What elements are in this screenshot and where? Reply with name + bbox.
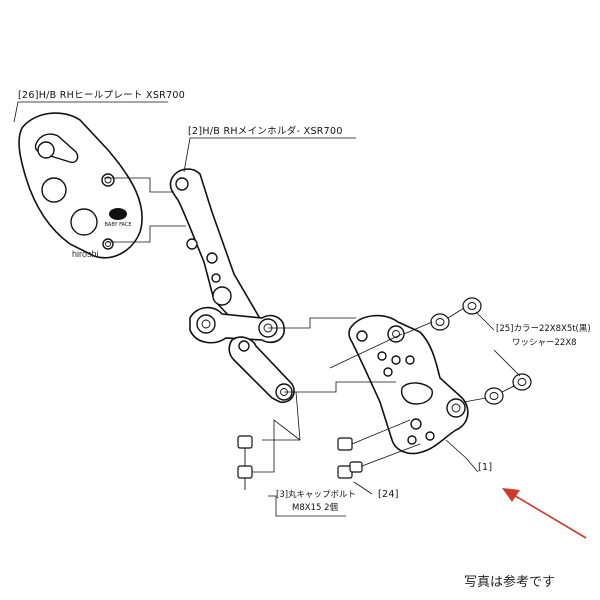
pointer-arrow (502, 488, 587, 539)
reference-note: 写真は参考です (464, 574, 555, 590)
brand-logo-emblem (109, 208, 127, 220)
cap-bolts-24 (337, 437, 363, 479)
label-collar-line1: [25]カラー22X8X5t(黒) (496, 324, 591, 334)
linkage-arm-part (189, 306, 295, 404)
main-holder-part (169, 168, 264, 338)
label-bolt-line1: [3]丸キャップボルト (276, 489, 356, 500)
collar-washer-parts (430, 297, 532, 405)
label-heel-plate: [26]H/B RHヒールプレート XSR700 (18, 90, 185, 101)
label-bolt-line2: M8X15 2個 (292, 502, 338, 513)
label-main-holder: [2]H/B RHメインホルダ- XSR700 (188, 125, 343, 137)
watermark-text: hiroshi (72, 249, 99, 259)
assembly-lines (104, 177, 515, 473)
brand-logo-text: BABY FACE (104, 222, 131, 228)
label-collar-line2: ワッシャー22X8 (512, 338, 577, 348)
step-plate-part (348, 314, 469, 455)
label-part-24: [24] (378, 489, 399, 500)
heel-plate-part: BABY FACE (18, 112, 143, 259)
label-leaders (13, 101, 521, 517)
cap-bolts-3 (237, 435, 253, 490)
label-part-1: [1] (478, 462, 492, 473)
